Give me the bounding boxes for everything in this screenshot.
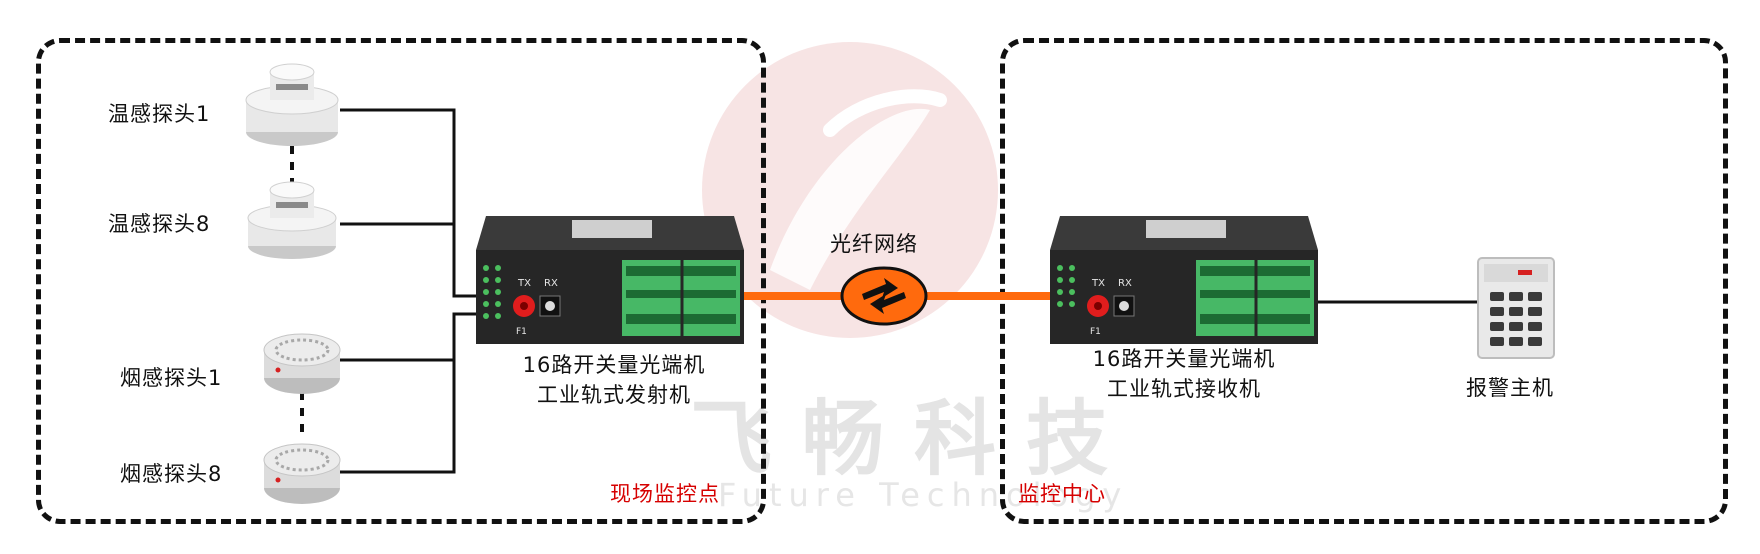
fiber-network-icon	[840, 266, 928, 326]
receiver-tx-label: TX	[1091, 278, 1105, 289]
fiber-network-label: 光纤网络	[830, 232, 918, 256]
field-zone-label: 现场监控点	[610, 482, 720, 506]
transmitter-label-line1: 16路开关量光端机	[522, 353, 706, 377]
field-site-zone	[36, 38, 766, 524]
receiver-label: 16路开关量光端机 工业轨式接收机	[1064, 344, 1304, 404]
transmitter-device-icon: TX RX F1	[476, 216, 744, 344]
watermark-company-name: 飞畅科技	[690, 392, 1139, 487]
monitor-zone-label: 监控中心	[1018, 482, 1106, 506]
alarm-host-label: 报警主机	[1466, 376, 1554, 400]
smoke-sensor-8-label: 烟感探头8	[120, 462, 223, 486]
monitoring-center-zone	[1000, 38, 1728, 524]
transmitter-label-line2: 工业轨式发射机	[537, 383, 691, 407]
watermark-company-english: Future Technology	[718, 476, 1129, 514]
wire-temp-1	[340, 108, 478, 298]
temp-sensor-8-icon	[247, 181, 337, 259]
transmitter-rx-label: RX	[544, 278, 558, 289]
watermark-logo-icon	[702, 42, 998, 338]
temp-sensor-8-label: 温感探头8	[108, 212, 211, 236]
alarm-host-keypad-icon	[1477, 257, 1555, 359]
transmitter-label: 16路开关量光端机 工业轨式发射机	[494, 350, 734, 410]
wire-smoke-8	[340, 360, 456, 474]
wire-smoke-1	[340, 312, 478, 362]
receiver-rx-label: RX	[1118, 278, 1132, 289]
receiver-device-icon: TX RX F1	[1050, 216, 1318, 344]
smoke-sensor-1-label: 烟感探头1	[120, 366, 223, 390]
smoke-sensor-1-icon	[263, 333, 341, 394]
transmitter-f1-label: F1	[516, 327, 527, 337]
receiver-label-line2: 工业轨式接收机	[1107, 377, 1261, 401]
receiver-label-line1: 16路开关量光端机	[1092, 347, 1276, 371]
transmitter-tx-label: TX	[517, 278, 531, 289]
temp-sensor-1-icon	[245, 63, 339, 146]
smoke-sensor-8-icon	[263, 443, 341, 504]
receiver-f1-label: F1	[1090, 327, 1101, 337]
temp-sensor-1-label: 温感探头1	[108, 102, 211, 126]
